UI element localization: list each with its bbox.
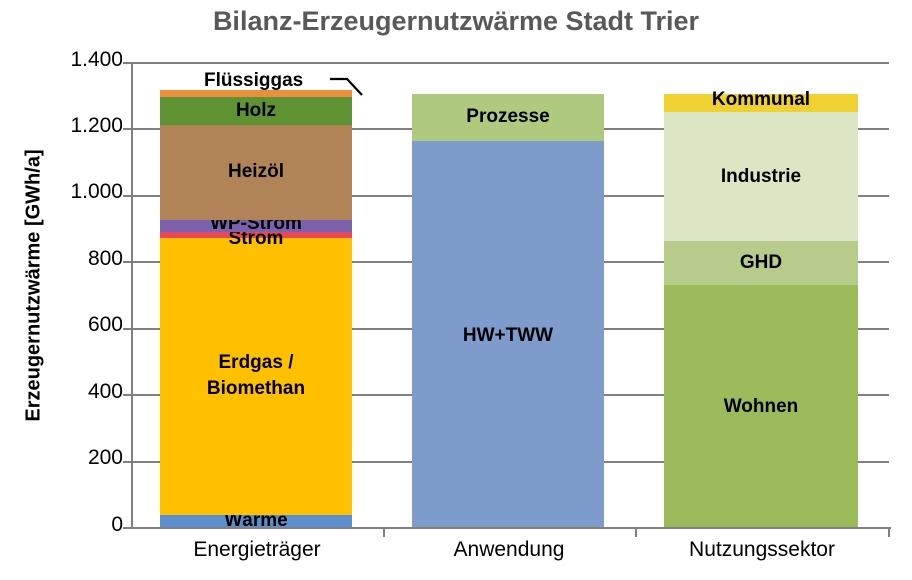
segment-holz[interactable] <box>160 97 352 125</box>
y-tick-mark-400 <box>123 394 132 396</box>
y-tick-label-600: 600 <box>87 313 123 336</box>
fluessiggas-callout-label: Flüssiggas <box>204 70 304 91</box>
x-tick-separator-3 <box>888 527 890 537</box>
segment-erdgas-biomethan[interactable] <box>160 238 352 515</box>
y-tick-mark-200 <box>123 461 132 463</box>
x-axis-line <box>131 527 891 529</box>
x-axis-label-energietraeger: Energieträger <box>193 538 321 561</box>
y-tick-mark-1200 <box>123 128 132 130</box>
segment-strom[interactable] <box>160 232 352 238</box>
y-tick-label-0: 0 <box>111 513 123 536</box>
segment-wp-strom[interactable] <box>160 220 352 232</box>
y-tick-label-200: 200 <box>87 446 123 469</box>
y-tick-label-1000: 1.000 <box>70 180 123 203</box>
segment-heizoel[interactable] <box>160 125 352 220</box>
gridline-1400 <box>131 62 889 64</box>
segment-ghd[interactable] <box>664 241 858 285</box>
y-tick-label-800: 800 <box>87 247 123 270</box>
segment-hw-tww[interactable] <box>412 141 604 527</box>
y-tick-mark-800 <box>123 261 132 263</box>
x-tick-separator-2 <box>635 527 637 537</box>
y-tick-label-400: 400 <box>87 380 123 403</box>
bar-anwendung[interactable]: HW+TWW Prozesse <box>412 0 604 580</box>
y-tick-mark-0 <box>123 527 132 529</box>
x-axis-label-anwendung: Anwendung <box>453 538 565 561</box>
x-tick-separator-1 <box>383 527 385 537</box>
y-axis-tick-labels: 1.400 1.200 1.000 800 600 400 200 0 <box>8 0 123 580</box>
chart-title: Bilanz-Erzeugernutzwärme Stadt Trier <box>212 6 700 36</box>
bar-nutzungssektor[interactable]: Wohnen GHD Industrie Kommunal <box>664 0 858 580</box>
y-tick-mark-600 <box>123 328 132 330</box>
y-tick-mark-1000 <box>123 195 132 197</box>
y-axis-line <box>131 62 133 529</box>
y-tick-label-1400: 1.400 <box>70 48 123 71</box>
segment-prozesse[interactable] <box>412 94 604 141</box>
y-tick-label-1200: 1.200 <box>70 114 123 137</box>
segment-industrie[interactable] <box>664 112 858 241</box>
segment-wohnen[interactable] <box>664 285 858 527</box>
y-tick-mark-1400 <box>123 62 132 64</box>
segment-fluessiggas[interactable] <box>160 90 352 97</box>
x-axis-label-nutzungssektor: Nutzungssektor <box>689 538 835 561</box>
segment-kommunal[interactable] <box>664 94 858 112</box>
segment-waerme[interactable] <box>160 515 352 527</box>
